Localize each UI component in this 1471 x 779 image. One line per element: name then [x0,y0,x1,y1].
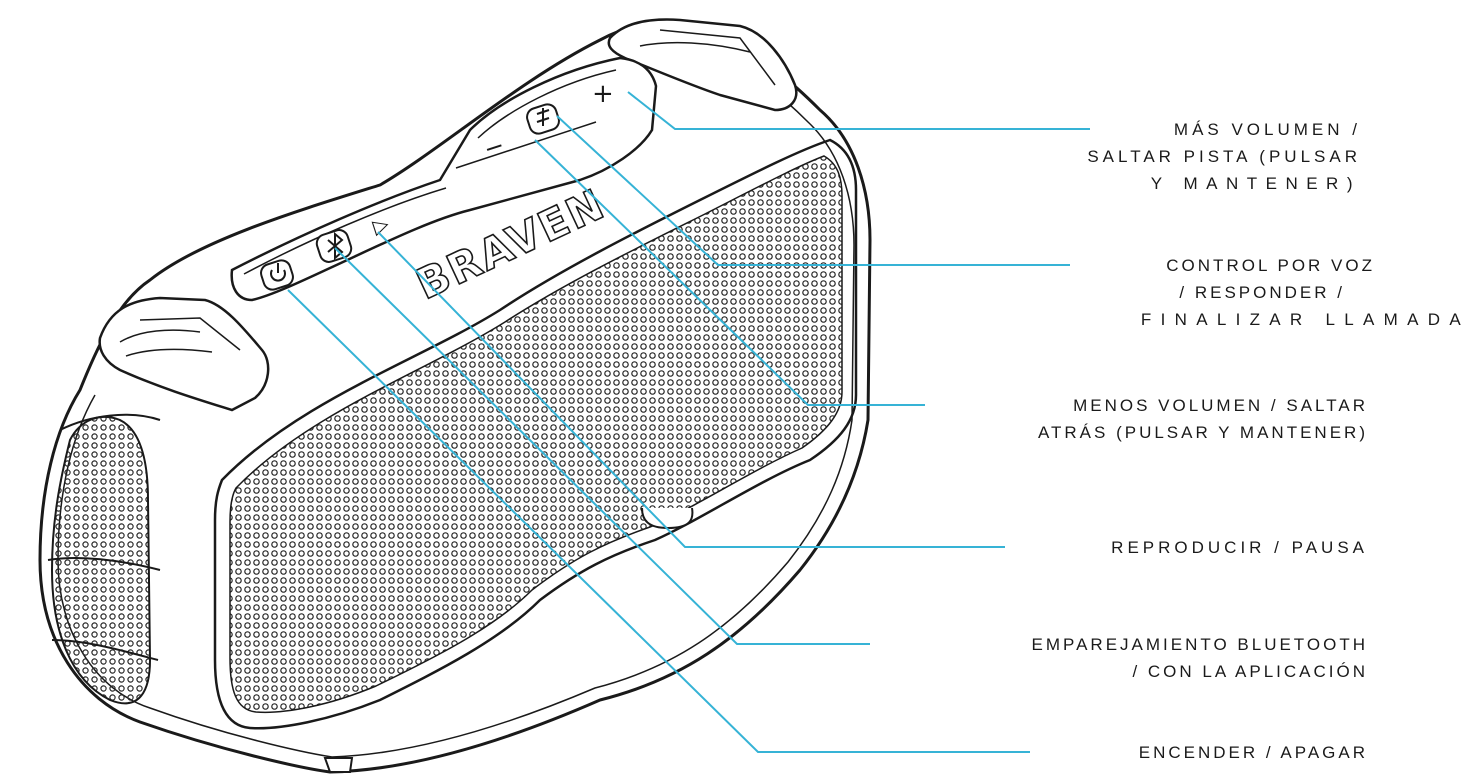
callout-play-pause: REPRODUCIR / PAUSA [1111,534,1368,561]
leader-line-voice-control [556,115,1070,266]
callout-volume-up-line-1: MÁS VOLUMEN / [1173,120,1361,139]
callout-bluetooth-pairing: EMPAREJAMIENTO BLUETOOTH / CON LA APLICA… [1032,631,1369,685]
callout-bluetooth-pairing-line-2: / CON LA APLICACIÓN [1132,662,1368,681]
power-button-shape [260,259,294,291]
leader-line-volume-down [534,139,925,406]
leader-line-power [287,289,1030,753]
callout-play-pause-line-1: REPRODUCIR / PAUSA [1111,538,1368,557]
side-bumper [47,413,161,661]
front-grille [229,155,843,714]
leader-line-play-pause [377,231,1005,548]
callout-volume-up-line-3: Y MANTENER) [1150,174,1361,193]
callout-volume-up-line-2: SALTAR PISTA (PULSAR [1087,147,1361,166]
right-handle-detail [639,29,776,86]
callout-power-line-1: ENCENDER / APAGAR [1138,743,1368,762]
bluetooth-icon [327,231,344,261]
left-handle [98,296,270,412]
left-handle-detail [119,317,241,357]
callout-volume-down: MENOS VOLUMEN / SALTAR ATRÁS (PULSAR Y M… [1038,392,1368,446]
power-icon [270,263,286,282]
foot-middle [641,507,694,530]
callout-voice-control-line-2: / RESPONDER / [1179,283,1345,302]
callout-power: ENCENDER / APAGAR [1139,739,1368,766]
callout-voice-control-line-3: FINALIZAR LLAMADA [1140,310,1470,329]
callout-voice-control-line-1: CONTROL POR VOZ [1166,256,1375,275]
foot-front [323,757,354,773]
callout-volume-up: MÁS VOLUMEN / SALTAR PISTA (PULSAR Y MAN… [1087,116,1361,197]
callout-volume-down-line-2: ATRÁS (PULSAR Y MANTENER) [1037,423,1368,442]
callout-bluetooth-pairing-line-1: EMPAREJAMIENTO BLUETOOTH [1031,635,1368,654]
leader-line-volume-up [627,91,1090,130]
callout-voice-control: CONTROL POR VOZ / RESPONDER / FINALIZAR … [1141,252,1470,333]
leader-line-bluetooth-pairing [334,247,870,645]
callout-volume-down-line-1: MENOS VOLUMEN / SALTAR [1073,396,1368,415]
front-grille-frame [213,138,858,730]
voice-icon [536,108,550,126]
plus-symbol: + [592,79,614,109]
